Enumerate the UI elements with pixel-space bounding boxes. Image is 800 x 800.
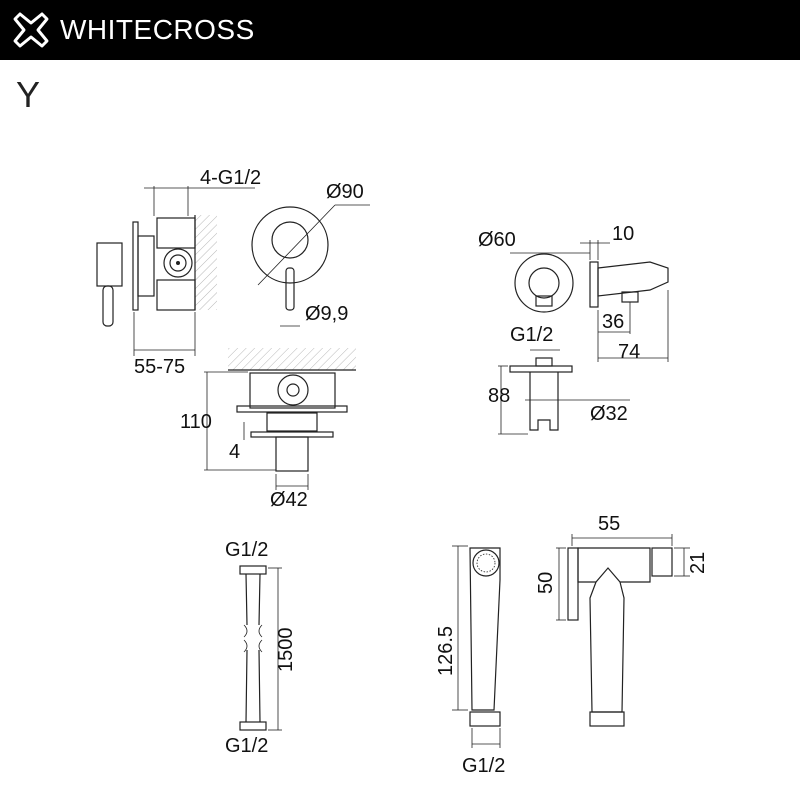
- valve-side-view: [96, 186, 255, 356]
- valve-front-view: [251, 204, 370, 327]
- brand-name: WHITECROSS: [60, 14, 255, 45]
- variant-label: Y: [16, 74, 41, 115]
- dim-hose-top-thread: G1/2: [225, 539, 268, 561]
- dim-holder-depth: 36: [602, 311, 624, 333]
- valve-top-view: [204, 348, 356, 490]
- holder-views: [498, 240, 669, 435]
- brand-header: WHITECROSS: [0, 0, 800, 60]
- dim-sprayer-head-height: 50: [535, 572, 557, 594]
- dim-sprayer-nozzle: 21: [687, 552, 709, 574]
- sprayer-front-view: [556, 534, 690, 727]
- dim-sleeve-diameter: Ø42: [270, 489, 308, 511]
- dim-plate-thickness: 4: [229, 441, 240, 463]
- dim-sprayer-head-width: 55: [598, 513, 620, 535]
- dim-hose-bottom-thread: G1/2: [225, 735, 268, 757]
- dim-plate-diameter: Ø90: [326, 181, 364, 203]
- dim-valve-outlets: 4-G1/2: [200, 167, 261, 189]
- cross-logo-icon: [13, 12, 49, 48]
- dim-holder-diameter: Ø60: [478, 229, 516, 251]
- sprayer-side-view: [452, 545, 501, 748]
- dim-holder-thread: G1/2: [510, 324, 553, 346]
- dim-holder-length: 74: [618, 341, 640, 363]
- dim-holder-plate: 10: [612, 223, 634, 245]
- dim-hose-length: 1500: [275, 628, 297, 673]
- dim-holder-cup: Ø32: [590, 403, 628, 425]
- dim-sprayer-length: 126.5: [435, 626, 457, 676]
- dim-wall-depth: 55-75: [134, 356, 185, 378]
- hose-view: [239, 565, 282, 731]
- dim-sprayer-thread: G1/2: [462, 755, 505, 777]
- dim-handle-diameter: Ø9,9: [305, 303, 348, 325]
- dim-holder-height: 88: [488, 385, 510, 407]
- dim-valve-height: 110: [180, 411, 212, 433]
